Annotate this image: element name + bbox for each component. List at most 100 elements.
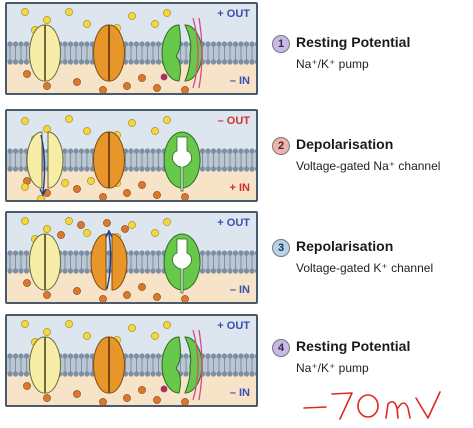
inside-charge-label: – IN: [229, 387, 250, 399]
lipid-head: [78, 41, 85, 47]
sodium-ion: [128, 12, 136, 20]
lipid-head: [210, 41, 217, 47]
sodium-ion: [65, 115, 73, 123]
lipid-head: [84, 268, 90, 274]
lipid-head: [18, 148, 24, 154]
lipid-head: [139, 250, 145, 256]
lipid-head: [73, 371, 79, 377]
lipid-head: [78, 148, 85, 154]
lipid-head: [67, 166, 74, 172]
sodium-ion: [43, 225, 51, 233]
lipid-head: [73, 353, 79, 359]
lipid-head: [62, 268, 68, 274]
panel-2: – OUT + IN: [5, 109, 258, 202]
lipid-head: [221, 148, 228, 154]
lipid-head: [67, 250, 74, 256]
lipid-head: [249, 371, 255, 377]
lipid-head: [249, 41, 255, 47]
lipid-head: [150, 353, 156, 359]
potassium-ion: [99, 193, 107, 200]
lipid-head: [232, 268, 239, 274]
lipid-head: [183, 371, 189, 377]
lipid-head: [150, 59, 156, 65]
lipid-head: [12, 353, 19, 359]
sodium-ion: [43, 16, 51, 24]
lipid-head: [155, 371, 162, 377]
lipid-head: [7, 59, 13, 65]
lipid-head: [210, 250, 217, 256]
step-subtitle: Na⁺/K⁺ pump: [296, 57, 369, 71]
sodium-ion: [83, 229, 91, 237]
sodium-ion: [83, 127, 91, 135]
lipid-head: [12, 250, 19, 256]
lipid-head: [23, 371, 30, 377]
lipid-head: [18, 41, 24, 47]
sodium-ion: [37, 195, 45, 200]
lipid-head: [150, 371, 156, 377]
bound-ion: [160, 73, 168, 81]
lipid-head: [67, 148, 74, 154]
potassium-channel-right: [111, 233, 128, 291]
sodium-ion: [128, 221, 136, 229]
lipid-head: [216, 59, 222, 65]
sodium-ion: [65, 8, 73, 16]
lipid-head: [254, 59, 256, 65]
lipid-head: [155, 41, 162, 47]
lipid-head: [67, 268, 74, 274]
panel-3: + OUT – IN: [5, 211, 258, 304]
lipid-head: [216, 353, 222, 359]
potassium-ion: [123, 82, 131, 90]
lipid-head: [18, 353, 24, 359]
membrane-diagram-4: [7, 316, 256, 405]
lipid-head: [78, 353, 85, 359]
lipid-head: [62, 353, 68, 359]
lipid-head: [84, 41, 90, 47]
lipid-head: [78, 268, 85, 274]
pump-left-half: [161, 24, 181, 82]
sodium-ion: [163, 116, 171, 124]
lipid-head: [144, 166, 151, 172]
step-subtitle: Voltage-gated K⁺ channel: [296, 261, 434, 275]
potassium-ion: [43, 82, 51, 90]
lipid-head: [7, 353, 13, 359]
potassium-channel-left: [90, 233, 107, 291]
lipid-head: [205, 353, 211, 359]
lipid-head: [62, 59, 68, 65]
lipid-head: [18, 371, 24, 377]
lipid-head: [133, 268, 140, 274]
lipid-head: [155, 250, 162, 256]
lipid-head: [216, 41, 222, 47]
lipid-head: [12, 166, 19, 172]
step-number-badge: 1: [272, 35, 290, 53]
potassium-ion: [153, 84, 161, 92]
lipid-head: [216, 268, 222, 274]
lipid-head: [84, 371, 90, 377]
step-number-badge: 3: [272, 239, 290, 257]
lipid-head: [128, 371, 134, 377]
potassium-ion: [153, 396, 161, 404]
lipid-head: [23, 353, 30, 359]
lipid-head: [18, 166, 24, 172]
lipid-head: [133, 41, 140, 47]
lipid-head: [7, 371, 13, 377]
lipid-head: [150, 166, 156, 172]
lipid-head: [84, 353, 90, 359]
sodium-ion: [151, 229, 159, 237]
lipid-head: [144, 371, 151, 377]
handwritten-annotation: [303, 391, 441, 420]
lipid-head: [7, 41, 13, 47]
lipid-head: [150, 148, 156, 154]
sodium-ion: [43, 328, 51, 336]
sodium-channel-right: [45, 233, 61, 291]
lipid-head: [221, 268, 228, 274]
sodium-ion: [21, 217, 29, 225]
lipid-head: [73, 148, 79, 154]
sodium-ion: [151, 20, 159, 28]
panel-4: + OUT – IN: [5, 314, 258, 407]
sodium-ion: [128, 324, 136, 332]
lipid-head: [139, 166, 145, 172]
lipid-head: [7, 166, 13, 172]
step-title: Resting Potential: [296, 34, 411, 50]
lipid-head: [232, 59, 239, 65]
lipid-head: [221, 166, 228, 172]
